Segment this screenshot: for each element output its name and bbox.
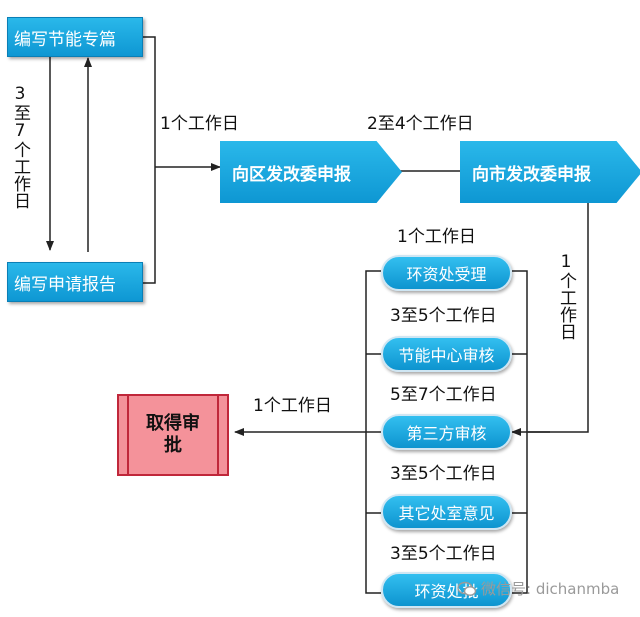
- node-third-party: 第三方审核: [381, 414, 512, 450]
- approval-bar-right: [217, 396, 219, 474]
- label-city-down-days: 1个工作日: [556, 252, 576, 340]
- label-other-to-final-days: 3至5个工作日: [390, 544, 497, 564]
- watermark: 微信号: dichanmba: [457, 578, 619, 599]
- label-third-to-other-days: 3至5个工作日: [390, 464, 497, 484]
- watermark-text: 微信号: dichanmba: [481, 580, 620, 598]
- label-to-district-days: 1个工作日: [160, 114, 239, 134]
- node-city-report-label: 向市发改委申报: [472, 164, 591, 185]
- node-energy-center: 节能中心审核: [381, 336, 512, 372]
- label-city-to-accept-days: 1个工作日: [397, 227, 476, 247]
- node-env-final: 环资处批: [381, 572, 512, 608]
- label-energy-to-third-days: 5至7个工作日: [390, 385, 497, 405]
- bracket-compile: [143, 36, 156, 284]
- node-third-party-label: 第三方审核: [406, 424, 487, 443]
- label-accept-to-energy-days: 3至5个工作日: [390, 306, 497, 326]
- node-other-depts: 其它处室意见: [381, 494, 512, 530]
- node-env-accept-label: 环资处受理: [406, 265, 487, 284]
- node-env-final-label: 环资处批: [414, 582, 479, 601]
- label-to-city-days: 2至4个工作日: [367, 114, 474, 134]
- node-compile-chapter-label: 编写节能专篇: [14, 29, 116, 50]
- node-env-accept: 环资处受理: [381, 255, 512, 291]
- node-approval-label: 取得审批: [146, 413, 200, 456]
- node-energy-center-label: 节能中心审核: [398, 346, 495, 365]
- node-compile-chapter: 编写节能专篇: [7, 17, 143, 57]
- node-compile-report-label: 编写申请报告: [14, 274, 116, 295]
- node-district-report-label: 向区发改委申报: [232, 164, 351, 185]
- node-city-report: 向市发改委申报: [460, 141, 640, 203]
- node-compile-report: 编写申请报告: [7, 262, 143, 302]
- node-district-report: 向区发改委申报: [220, 141, 402, 203]
- label-loop-days: 3至7个工作日: [10, 84, 30, 209]
- node-approval: 取得审批: [117, 394, 229, 476]
- node-other-depts-label: 其它处室意见: [398, 504, 495, 523]
- label-to-approval-days: 1个工作日: [253, 396, 332, 416]
- approval-bar-left: [127, 396, 129, 474]
- bracket-right-review: [512, 270, 528, 594]
- wechat-icon: [457, 581, 477, 596]
